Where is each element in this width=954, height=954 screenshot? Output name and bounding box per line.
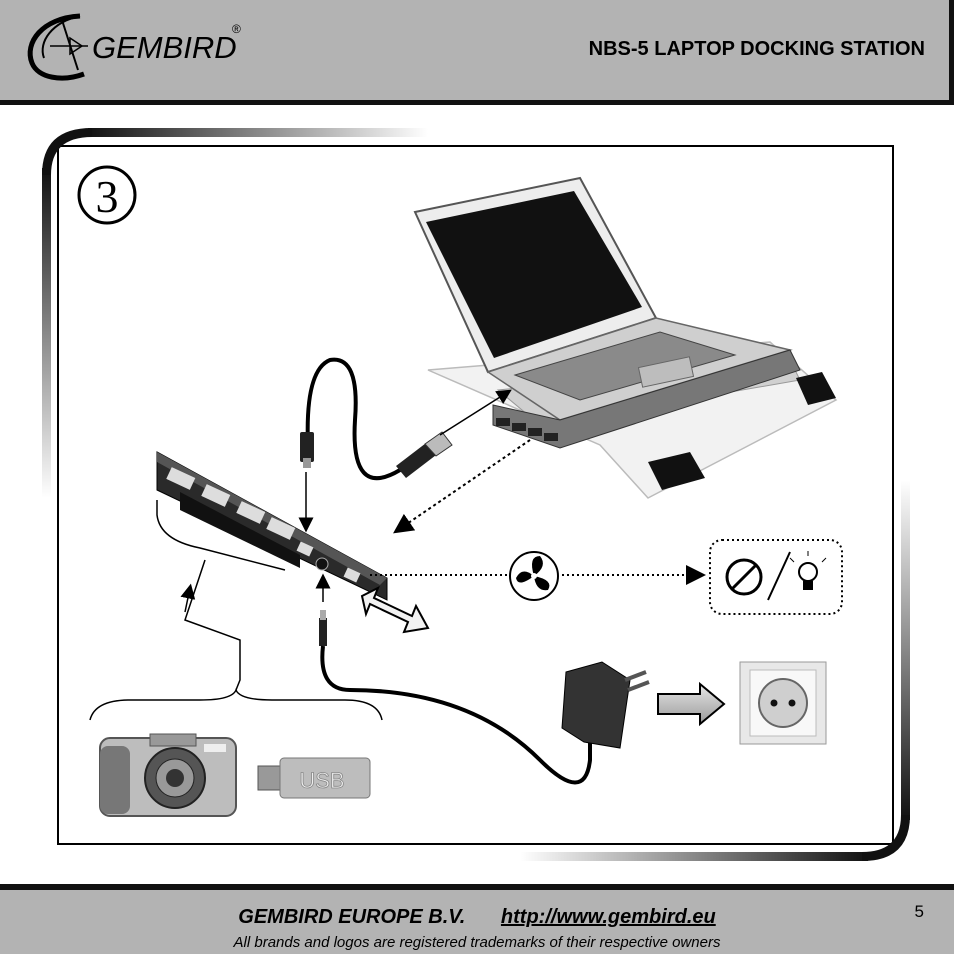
arrow-to-ports	[180, 583, 196, 613]
plug-in-arrow-icon	[657, 681, 726, 727]
step-number-badge	[77, 165, 137, 225]
header-bar: GEMBIRD ® NBS-5 LAPTOP DOCKING STATION	[0, 0, 954, 105]
lightbulb-icon	[789, 551, 827, 590]
trademark-notice: All brands and logos are registered trad…	[233, 934, 721, 951]
usb-ports-bracket	[89, 500, 383, 721]
wall-socket-icon	[739, 661, 827, 745]
docking-hub	[156, 451, 388, 601]
double-arrow-icon	[360, 585, 430, 634]
laptop-on-cooling-stand	[413, 176, 838, 499]
corner-decoration-bottom-right	[520, 480, 910, 861]
usb-flash-drive-icon	[257, 757, 371, 799]
company-name: GEMBIRD EUROPE B.V.	[238, 906, 466, 928]
corner-decoration-top-left	[42, 128, 428, 498]
step-number: 3	[96, 171, 119, 222]
fan-icon	[509, 551, 559, 601]
power-adapter-icon	[561, 661, 650, 749]
usb-cable	[300, 357, 453, 481]
usb-label: USB	[299, 768, 344, 793]
logo-swoosh-icon	[27, 13, 88, 81]
camera-icon	[99, 733, 237, 817]
page-number: 5	[914, 902, 924, 921]
gembird-logo: GEMBIRD ®	[22, 8, 252, 88]
logo-wordmark: GEMBIRD	[92, 30, 237, 65]
arrow-usb-to-laptop	[439, 389, 512, 436]
dotted-arrow-laptop-to-hub	[393, 439, 531, 534]
footer-bar: GEMBIRD EUROPE B.V. http://www.gembird.e…	[0, 884, 954, 954]
power-cable	[319, 610, 592, 785]
footer-company-line: GEMBIRD EUROPE B.V. http://www.gembird.e…	[0, 906, 954, 929]
registered-mark: ®	[232, 22, 241, 36]
light-toggle-box	[709, 539, 843, 615]
light-off-icon	[725, 558, 763, 596]
page-title: NBS-5 LAPTOP DOCKING STATION	[588, 38, 925, 60]
website-link[interactable]: http://www.gembird.eu	[500, 906, 716, 928]
